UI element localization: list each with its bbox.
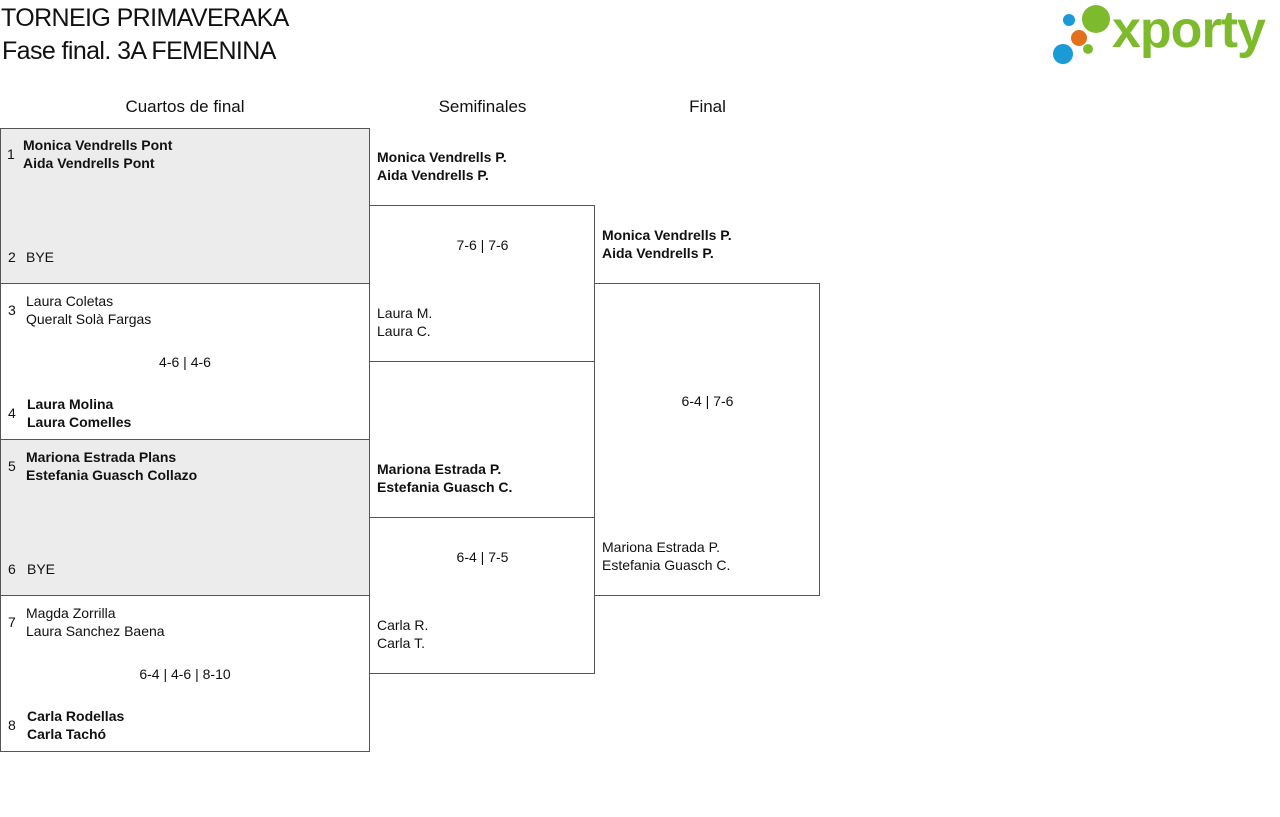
team-name: Laura M. Laura C. [377, 304, 432, 340]
logo-dot-green [1082, 5, 1110, 33]
player-name: Laura Coletas [26, 293, 114, 309]
round-heading-semifinals: Semifinales [438, 97, 527, 116]
logo-text: xporty [1112, 1, 1266, 59]
quarterfinal-match-1 [0, 128, 370, 284]
player-name: Monica Vendrells P. [377, 149, 507, 165]
match-score: 7-6 | 7-6 [456, 237, 509, 253]
player-name: Carla Rodellas [27, 708, 125, 724]
player-name: Mariona Estrada P. [377, 461, 502, 477]
player-name: Laura C. [377, 323, 431, 339]
seed-number: 7 [8, 614, 16, 630]
team-name: Mariona Estrada P. Estefania Guasch C. [377, 460, 512, 496]
seed-number: 8 [8, 717, 16, 733]
team-name: Monica Vendrells P. Aida Vendrells P. [377, 148, 507, 184]
team-name: BYE [26, 248, 54, 266]
player-name: Laura Sanchez Baena [26, 623, 165, 639]
team-name: Laura Molina Laura Comelles [27, 395, 131, 431]
player-name: Carla Tachó [27, 726, 107, 742]
player-name: Estefania Guasch C. [602, 557, 731, 573]
player-name: Laura M. [377, 305, 433, 321]
match-score: 6-4 | 4-6 | 8-10 [139, 666, 231, 682]
seed-number: 2 [8, 249, 16, 265]
seed-number: 3 [8, 302, 16, 318]
player-name: Estefania Guasch Collazo [26, 467, 198, 483]
team-name: BYE [27, 560, 55, 578]
match-score: 6-4 | 7-6 [681, 393, 734, 409]
player-name: Aida Vendrells Pont [23, 155, 155, 171]
logo-dot-green-small [1083, 44, 1093, 54]
final-match [594, 283, 820, 596]
player-name: Mariona Estrada Plans [26, 449, 177, 465]
player-name: Mariona Estrada P. [602, 539, 721, 555]
player-name: Laura Comelles [27, 414, 132, 430]
player-name: Aida Vendrells P. [602, 245, 714, 261]
player-name: Monica Vendrells Pont [23, 137, 173, 153]
team-name: Carla Rodellas Carla Tachó [27, 707, 124, 743]
seed-number: 4 [8, 405, 16, 421]
team-name: Magda Zorrilla Laura Sanchez Baena [26, 604, 165, 640]
match-score: 6-4 | 7-5 [456, 549, 509, 565]
player-name: Queralt Solà Fargas [26, 311, 152, 327]
bye-label: BYE [26, 249, 55, 265]
player-name: Aida Vendrells P. [377, 167, 489, 183]
logo-dot-blue-small [1063, 14, 1075, 26]
player-name: Magda Zorrilla [26, 605, 116, 621]
round-heading-quarterfinals: Cuartos de final [125, 97, 245, 116]
logo-dot-blue-large [1053, 44, 1073, 64]
team-name: Monica Vendrells Pont Aida Vendrells Pon… [23, 136, 172, 172]
bye-label: BYE [27, 561, 56, 577]
logo-dot-orange [1071, 30, 1087, 46]
team-name: Mariona Estrada Plans Estefania Guasch C… [26, 448, 197, 484]
player-name: Monica Vendrells P. [602, 227, 732, 243]
seed-number: 5 [8, 458, 16, 474]
team-name: Mariona Estrada P. Estefania Guasch C. [602, 538, 730, 574]
team-name: Carla R. Carla T. [377, 616, 428, 652]
team-name: Monica Vendrells P. Aida Vendrells P. [602, 226, 732, 262]
round-heading-final: Final [689, 97, 726, 116]
tournament-title: TORNEIG PRIMAVERAKA [1, 4, 289, 32]
xporty-logo: xporty [1050, 1, 1276, 68]
player-name: Carla R. [377, 617, 429, 633]
seed-number: 1 [7, 146, 15, 162]
match-score: 4-6 | 4-6 [159, 354, 211, 370]
seed-number: 6 [8, 561, 16, 577]
phase-subtitle: Fase final. 3A FEMENINA [2, 37, 276, 65]
player-name: Laura Molina [27, 396, 114, 412]
player-name: Estefania Guasch C. [377, 479, 513, 495]
player-name: Carla T. [377, 635, 425, 651]
team-name: Laura Coletas Queralt Solà Fargas [26, 292, 151, 328]
quarterfinal-match-3 [0, 439, 370, 596]
